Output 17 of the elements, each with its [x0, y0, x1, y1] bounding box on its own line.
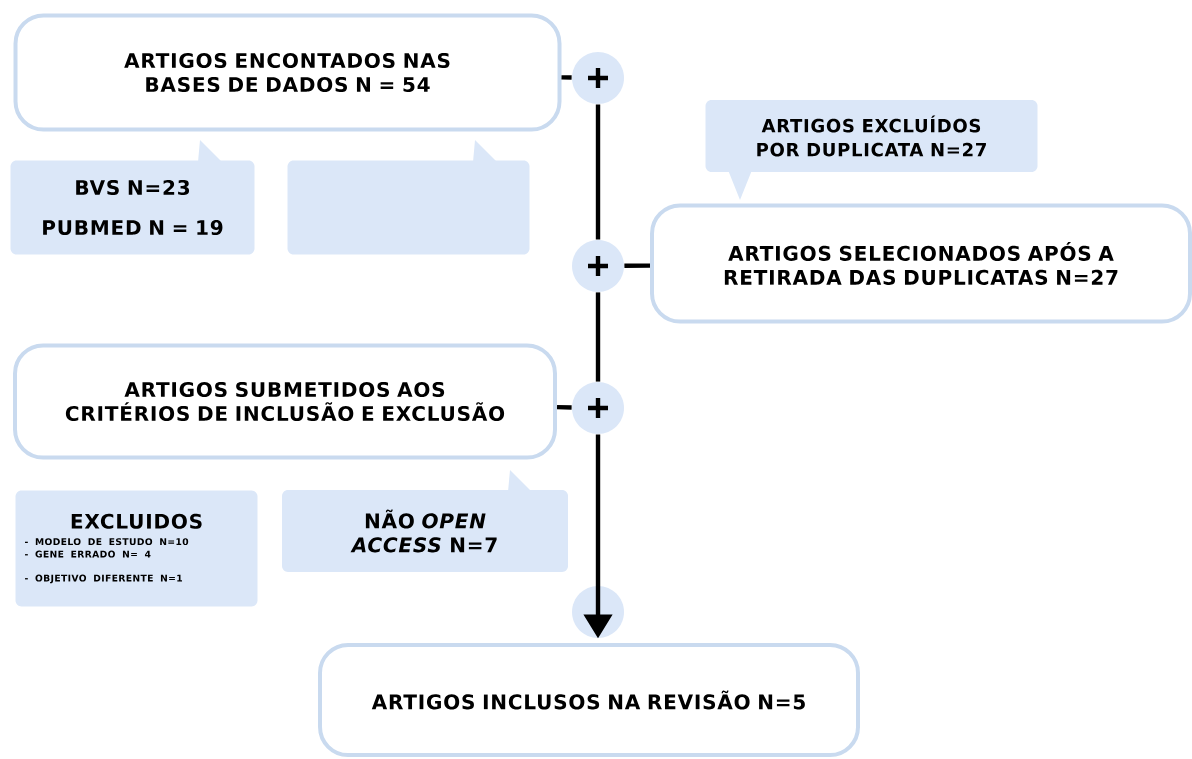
- callout-box: BVS N=23 PUBMED N = 19: [10, 140, 255, 255]
- connector-line: [624, 263, 651, 268]
- connector-line: [595, 104, 601, 240]
- connector-line: [556, 404, 572, 410]
- callout-box: [287, 140, 530, 255]
- connector-line: [561, 75, 572, 80]
- connector-line: [595, 292, 601, 382]
- text-box: ARTIGOS SUBMETIDOS AOS CRITÉRIOS DE INCLUSÃO E EXCLUSÃO: [13, 343, 557, 460]
- plus-circle: [572, 382, 624, 434]
- callout-box: EXCLUIDOS - MODELO DE ESTUDO N=10 - GENE ERRADO N= 4 - OBJETIVO DIFERENTE N=1: [15, 490, 258, 607]
- plus-circle: [572, 240, 624, 292]
- text-box: ARTIGOS SELECIONADOS APÓS A RETIRADA DAS DUPLICATAS N=27: [650, 203, 1192, 324]
- text-box: ARTIGOS INCLUSOS NA REVISÃO N=5: [318, 643, 860, 757]
- callout-box: ARTIGOS EXCLUÍDOS POR DUPLICATA N=27: [705, 100, 1038, 200]
- callout-box: NÃO OPEN ACCESS N=7: [282, 470, 568, 572]
- plus-circle: [572, 52, 624, 104]
- text-box: ARTIGOS ENCONTADOS NAS BASES DE DADOS N = 54: [13, 13, 562, 132]
